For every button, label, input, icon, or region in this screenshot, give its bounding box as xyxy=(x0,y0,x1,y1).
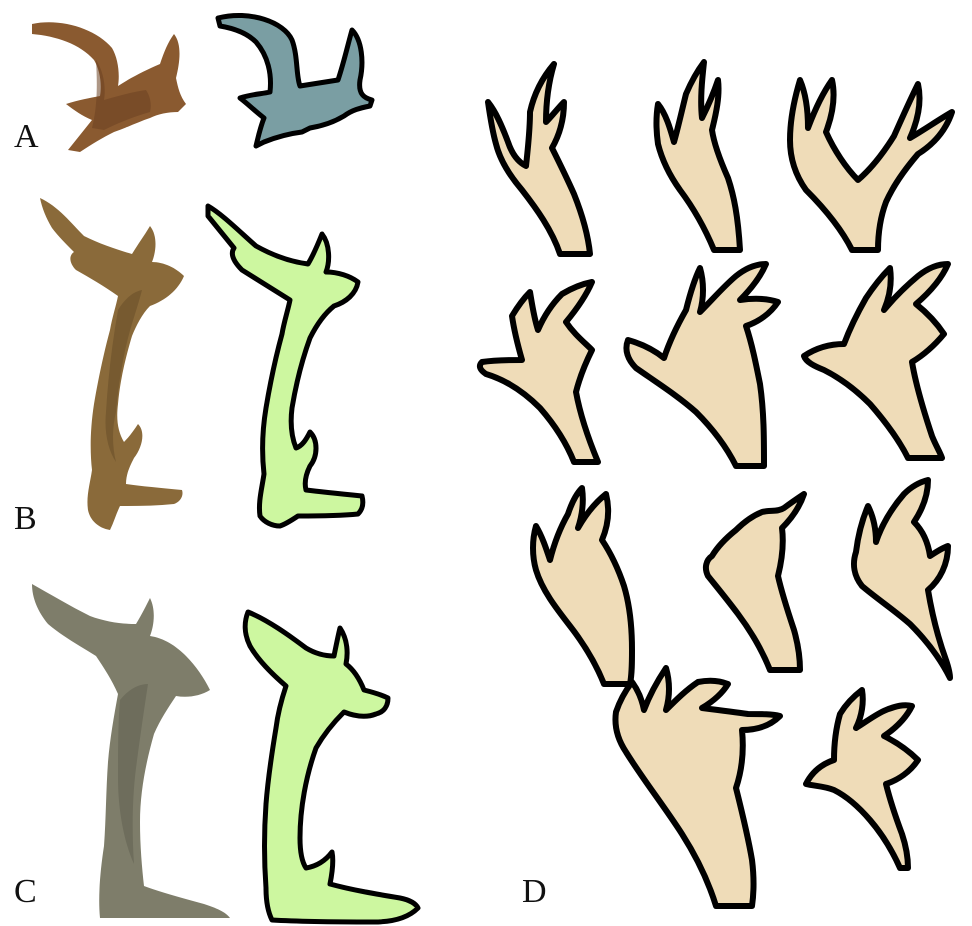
panel-d xyxy=(480,62,952,906)
panel-label-b: B xyxy=(14,502,37,536)
antler-outline-d-3 xyxy=(790,80,952,250)
antler-photo-a xyxy=(32,22,186,152)
antler-outline-a xyxy=(218,15,372,146)
panel-a xyxy=(32,15,372,152)
antler-outline-c xyxy=(245,612,418,922)
panel-b xyxy=(40,198,363,530)
antler-outline-d-8 xyxy=(706,494,804,670)
panel-label-d: D xyxy=(522,875,547,909)
antler-outline-d-11 xyxy=(806,690,918,868)
antler-outline-b xyxy=(208,206,363,526)
antler-outline-d-4 xyxy=(480,282,598,462)
panel-c xyxy=(32,584,418,922)
panel-label-c: C xyxy=(14,875,37,909)
antler-outline-d-2 xyxy=(657,62,741,250)
panel-label-a: A xyxy=(14,120,39,154)
antler-outline-d-7 xyxy=(533,488,632,684)
antler-outline-d-10 xyxy=(615,668,780,906)
antler-outline-d-1 xyxy=(488,64,590,254)
antler-outline-d-9 xyxy=(854,480,950,678)
antler-outline-d-5 xyxy=(626,264,778,466)
antler-outline-d-6 xyxy=(804,264,948,458)
